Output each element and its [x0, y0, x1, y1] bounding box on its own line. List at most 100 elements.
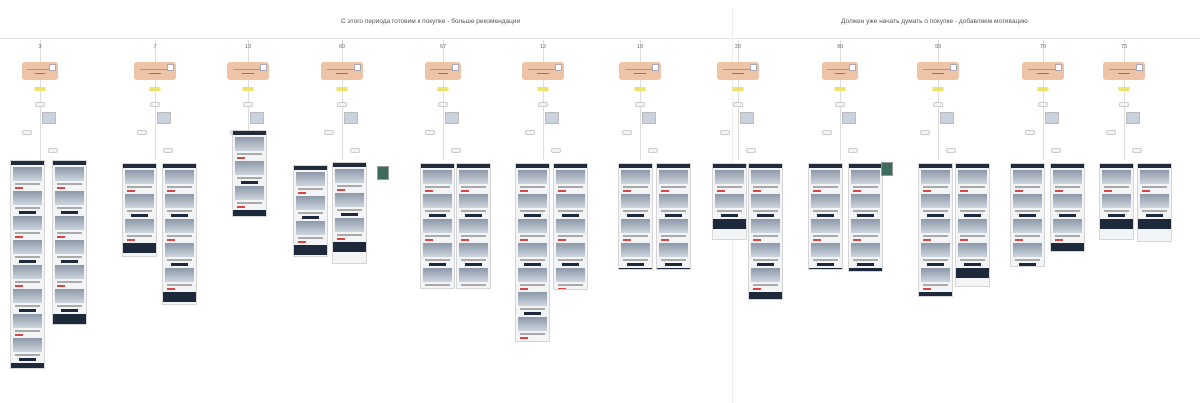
trigger-card[interactable] [22, 62, 58, 80]
email-mockup[interactable] [162, 163, 197, 305]
email-mockup[interactable] [232, 130, 267, 217]
card-link[interactable] [834, 73, 846, 74]
card-link[interactable] [931, 73, 945, 74]
card-link[interactable] [437, 73, 449, 74]
email-mockup[interactable] [1010, 163, 1045, 267]
email-thumbnail[interactable] [1045, 112, 1059, 124]
column-day-number: 12 [539, 44, 547, 50]
email-thumbnail[interactable] [940, 112, 954, 124]
email-mockup[interactable] [918, 163, 953, 297]
email-image [1053, 170, 1082, 184]
email-image [235, 161, 264, 175]
email-image [659, 170, 688, 184]
email-text [237, 153, 262, 155]
split-node [1025, 130, 1035, 135]
card-link[interactable] [1117, 73, 1131, 74]
email-mockup[interactable] [848, 163, 883, 272]
email-text [853, 235, 878, 237]
split-node [822, 130, 832, 135]
card-text [827, 69, 853, 70]
email-thumbnail[interactable] [445, 112, 459, 124]
email-mockup[interactable] [748, 163, 783, 300]
email-text [960, 235, 985, 237]
email-image [518, 268, 547, 282]
split-node [451, 148, 461, 153]
email-footer [919, 292, 952, 296]
email-mockup[interactable] [955, 163, 990, 287]
trigger-card[interactable] [917, 62, 959, 80]
card-link[interactable] [241, 73, 255, 74]
split-node [746, 148, 756, 153]
email-mockup[interactable] [618, 163, 653, 270]
trigger-card[interactable] [134, 62, 176, 80]
price-text [1015, 239, 1023, 241]
email-thumbnail[interactable] [740, 112, 754, 124]
email-mockup[interactable] [456, 163, 491, 289]
trigger-card[interactable] [522, 62, 564, 80]
email-thumbnail[interactable] [842, 112, 856, 124]
card-link[interactable] [148, 73, 162, 74]
email-thumbnail[interactable] [42, 112, 56, 124]
email-mockup[interactable] [293, 165, 328, 257]
trigger-card[interactable] [1103, 62, 1145, 80]
email-image [751, 268, 780, 282]
email-thumbnail[interactable] [545, 112, 559, 124]
email-text [753, 284, 778, 286]
email-mockup[interactable] [1099, 163, 1134, 240]
email-text [15, 281, 40, 283]
email-button [857, 214, 874, 217]
email-mockup[interactable] [1137, 163, 1172, 242]
email-text [753, 235, 778, 237]
email-header [53, 161, 86, 165]
email-mockup[interactable] [10, 160, 45, 369]
link-icon [750, 64, 757, 71]
email-thumbnail[interactable] [642, 112, 656, 124]
email-header [849, 164, 882, 168]
email-text [167, 186, 192, 188]
email-text [558, 186, 583, 188]
email-image [621, 243, 650, 257]
email-text [520, 186, 545, 188]
email-mockup[interactable] [515, 163, 550, 342]
price-text [558, 190, 566, 192]
card-link[interactable] [633, 73, 647, 74]
price-text [813, 190, 821, 192]
email-thumbnail[interactable] [157, 112, 171, 124]
card-link[interactable] [1036, 73, 1050, 74]
email-image [518, 243, 547, 257]
email-mockup[interactable] [1050, 163, 1085, 252]
email-image [518, 292, 547, 306]
app-screenshot[interactable] [377, 166, 389, 180]
email-thumbnail[interactable] [1126, 112, 1140, 124]
trigger-card[interactable] [321, 62, 363, 80]
card-link[interactable] [536, 73, 550, 74]
trigger-card[interactable] [1022, 62, 1064, 80]
trigger-card[interactable] [619, 62, 661, 80]
email-mockup[interactable] [122, 163, 157, 257]
email-mockup[interactable] [332, 162, 367, 264]
email-mockup[interactable] [553, 163, 588, 290]
email-thumbnail[interactable] [250, 112, 264, 124]
trigger-card[interactable] [717, 62, 759, 80]
condition-node [35, 102, 45, 107]
email-mockup[interactable] [656, 163, 691, 270]
trigger-card[interactable] [227, 62, 269, 80]
email-mockup[interactable] [808, 163, 843, 270]
card-link[interactable] [34, 73, 46, 74]
app-screenshot[interactable] [881, 162, 893, 176]
split-node [525, 130, 535, 135]
email-button [964, 214, 981, 217]
card-link[interactable] [335, 73, 349, 74]
email-text [1015, 235, 1040, 237]
email-footer [809, 268, 842, 269]
email-mockup[interactable] [712, 163, 747, 240]
trigger-card[interactable] [425, 62, 461, 80]
email-mockup[interactable] [52, 160, 87, 325]
email-header [1051, 164, 1084, 168]
connector-line [840, 40, 841, 160]
card-link[interactable] [731, 73, 745, 74]
email-image [851, 170, 880, 184]
email-mockup[interactable] [420, 163, 455, 289]
email-thumbnail[interactable] [344, 112, 358, 124]
trigger-card[interactable] [822, 62, 858, 80]
